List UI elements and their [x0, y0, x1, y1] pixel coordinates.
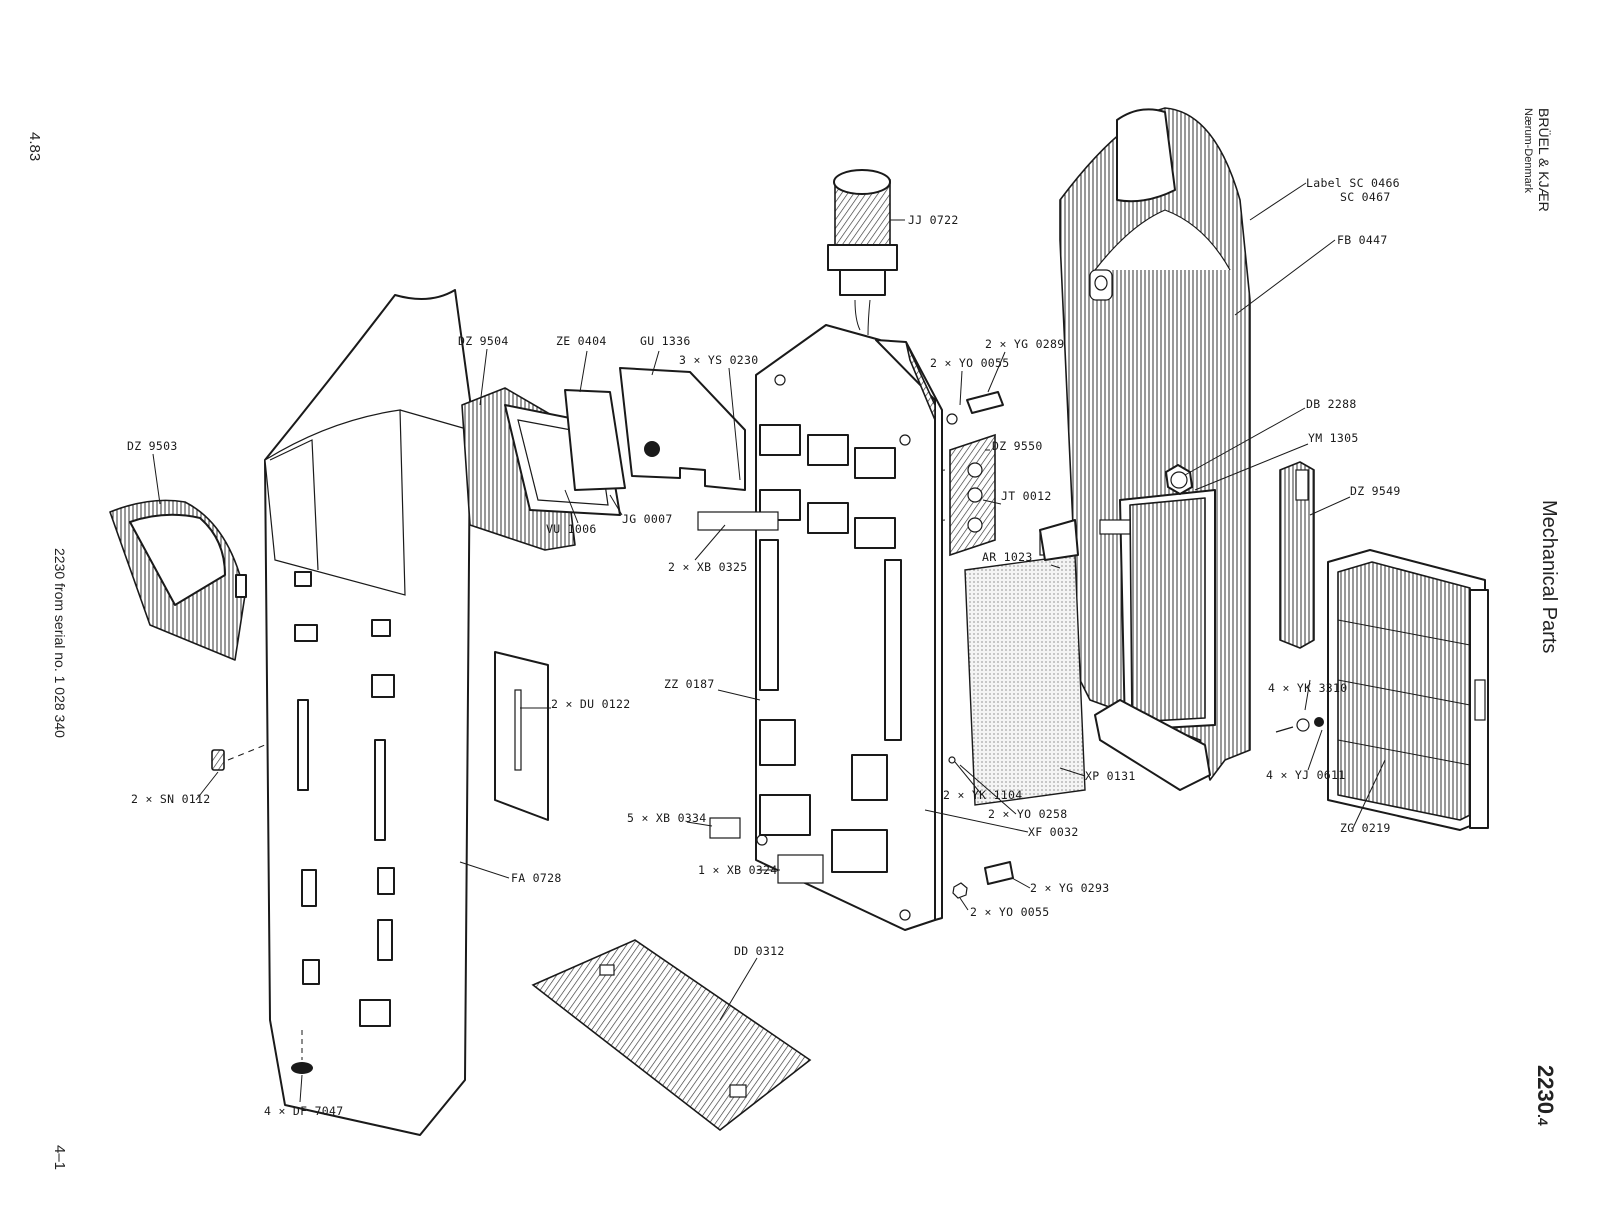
serial-note: 2230 from serial no. 1 028 340: [52, 548, 68, 738]
flex-strip-part: [494, 651, 549, 821]
label-xb0334: 5 × XB 0334: [627, 811, 706, 825]
label-yo0055-bottom: 2 × YO 0055: [970, 905, 1049, 919]
label-du0122: 2 × DU 0122: [551, 697, 630, 711]
label-ze0404: ZE 0404: [556, 334, 607, 348]
label-yg0289: 2 × YG 0289: [985, 337, 1064, 351]
label-ys0230: 3 × YS 0230: [679, 353, 758, 367]
section-title: Mechanical Parts: [1538, 500, 1560, 654]
shield-plate-part: [564, 367, 746, 491]
label-ar1023: AR 1023: [982, 550, 1033, 564]
label-yj0611: 4 × YJ 0611: [1266, 768, 1345, 782]
display-board-part: [929, 433, 996, 557]
label-zz0187: ZZ 0187: [664, 677, 715, 691]
label-xp0131: XP 0131: [1085, 769, 1136, 783]
label-df7047: 4 × DF 7047: [264, 1104, 343, 1118]
label-jj0722: JJ 0722: [908, 213, 959, 227]
front-panel-part: [264, 289, 471, 1136]
label-yk3310: 4 × YK 3310: [1268, 681, 1347, 695]
label-fb0447: FB 0447: [1337, 233, 1388, 247]
label-dz9550: DZ 9550: [992, 439, 1043, 453]
label-dz9503: DZ 9503: [127, 439, 178, 453]
label-sc0466: Label SC 0466: [1306, 176, 1400, 190]
small-parts: [211, 391, 1324, 1074]
label-dz9504: DZ 9504: [458, 334, 509, 348]
side-panel-part: [1279, 461, 1315, 649]
label-yo0055-top: 2 × YO 0055: [930, 356, 1009, 370]
label-xf0032: XF 0032: [1028, 825, 1079, 839]
main-pcb-part: [697, 299, 943, 931]
label-dz9549: DZ 9549: [1350, 484, 1401, 498]
label-vu1006: VU 1006: [546, 522, 597, 536]
window-bezel-part: [109, 499, 247, 661]
label-ym1305: YM 1305: [1308, 431, 1359, 445]
rear-case-part: [1059, 107, 1251, 791]
label-zg0219: ZG 0219: [1340, 821, 1391, 835]
label-fa0728: FA 0728: [511, 871, 562, 885]
label-xb0324: 1 × XB 0324: [698, 863, 777, 877]
callout-labels: JJ 0722 Label SC 0466 SC 0467 FB 0447 DZ…: [127, 176, 1401, 1118]
label-jg0007: JG 0007: [622, 512, 673, 526]
label-xb0325: 2 × XB 0325: [668, 560, 747, 574]
label-sc0467: SC 0467: [1340, 190, 1391, 204]
page-reference: 4.83: [26, 132, 43, 162]
label-jt0012: JT 0012: [1001, 489, 1052, 503]
front-panel-windows: [294, 571, 395, 1027]
bottom-cover-part: [531, 939, 812, 1132]
model-suffix: .4: [1535, 1113, 1551, 1126]
label-yk1104: 2 × YK 1104: [943, 788, 1022, 802]
circuit-board-part: [964, 519, 1086, 806]
model-number: 2230.4: [1532, 1065, 1558, 1126]
page-number: 4–1: [51, 1145, 68, 1171]
label-gu1336: GU 1336: [640, 334, 691, 348]
brand-name: BRÜEL & KJÆR: [1536, 108, 1552, 212]
label-yg0293: 2 × YG 0293: [1030, 881, 1109, 895]
brand-location: Nærum-Denmark: [1522, 108, 1534, 193]
label-yo0258: 2 × YO 0258: [988, 807, 1067, 821]
model-main: 2230: [1533, 1065, 1558, 1114]
leader-lines: [152, 182, 1386, 1103]
label-sn0112: 2 × SN 0112: [131, 792, 210, 806]
label-dd0312: DD 0312: [734, 944, 785, 958]
battery-tray-part: [1327, 549, 1489, 831]
connector-part: [827, 169, 898, 296]
label-db2288: DB 2288: [1306, 397, 1357, 411]
